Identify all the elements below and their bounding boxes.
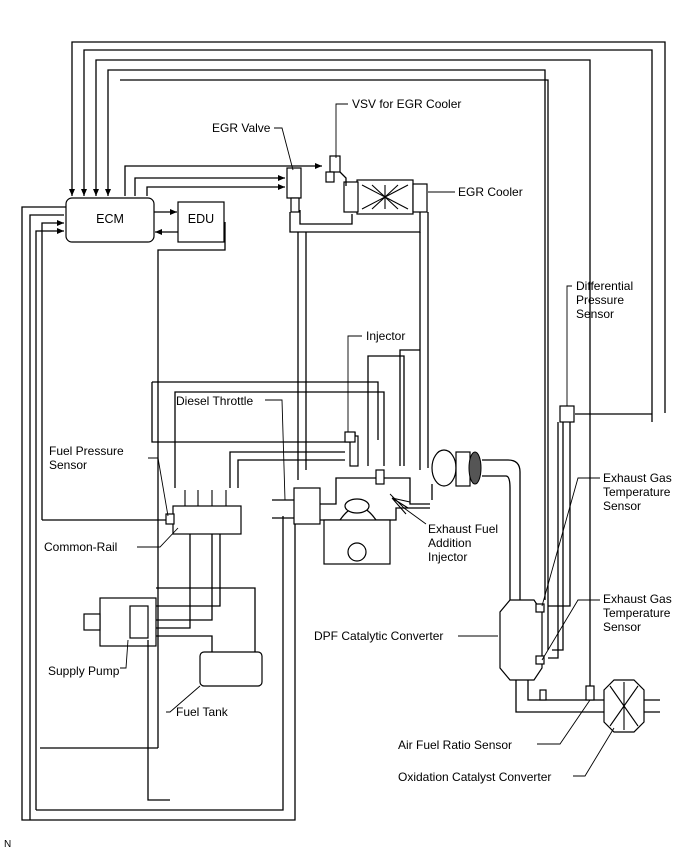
signal-wires-to-ecm [69, 41, 666, 690]
engine-block [272, 431, 430, 565]
edu-box [177, 201, 225, 243]
exhaust-fuel-addition-injector-label: Exhaust Fuel Addition Injector [428, 522, 499, 564]
vsv-egr-cooler-label: VSV for EGR Cooler [352, 97, 462, 111]
egr-cooler [343, 179, 428, 215]
exhaust-gas-temp-sensor-lower-label: Exhaust Gas Temperature Sensor [603, 592, 672, 634]
exhaust-fuel-addition-spray [391, 497, 411, 515]
ecm-label: ECM [96, 212, 124, 226]
leader-lines [120, 103, 615, 777]
diesel-throttle-label: Diesel Throttle [176, 394, 254, 408]
fuel-tank-label: Fuel Tank [176, 705, 228, 719]
edu-label: EDU [187, 212, 215, 226]
egr-valve-label: EGR Valve [212, 121, 271, 135]
fuel-lines [174, 349, 420, 488]
injector-label: Injector [366, 329, 406, 343]
injector-wire [151, 381, 379, 443]
left-loop-wires [21, 206, 296, 821]
egr-pipes [289, 171, 429, 480]
supply-pump-label: Supply Pump [48, 664, 120, 678]
egr-valve [286, 167, 302, 213]
turbocharger [431, 449, 521, 600]
air-fuel-ratio-sensor-label: Air Fuel Ratio Sensor [398, 738, 513, 752]
common-rail-label: Common-Rail [44, 540, 118, 554]
egr-cooler-label: EGR Cooler [458, 185, 523, 199]
ecm-box [65, 197, 155, 243]
vsv-egr-cooler [325, 155, 341, 183]
exhaust-gas-temp-sensor-upper-label: Exhaust Gas Temperature Sensor [603, 471, 672, 513]
ecm-output-wires [124, 163, 322, 196]
supply-pump [83, 534, 221, 801]
dpf-catalytic-converter-label: DPF Catalytic Converter [314, 629, 444, 643]
differential-pressure-sensor-label: Differential Pressure Sensor [576, 279, 634, 321]
oxidation-catalyst-converter [603, 679, 660, 733]
differential-pressure-sensor [548, 405, 575, 659]
dpf-catalytic-converter [499, 599, 604, 713]
corner-mark: N [4, 839, 12, 850]
fuel-tank [156, 587, 263, 687]
fuel-pressure-sensor-label: Fuel Pressure Sensor [49, 444, 124, 472]
oxidation-catalyst-converter-label: Oxidation Catalyst Converter [398, 770, 552, 784]
common-rail [165, 490, 242, 535]
